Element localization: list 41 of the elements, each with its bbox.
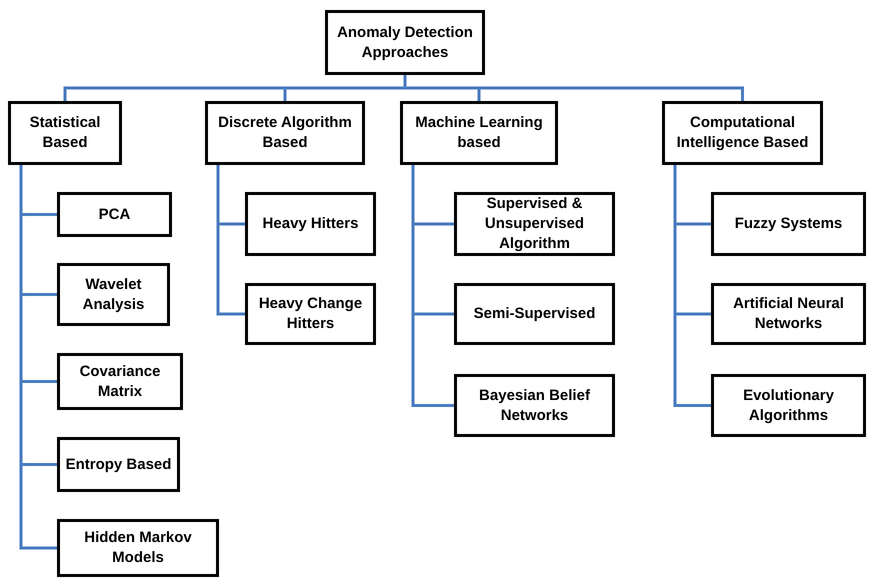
category-box <box>400 101 558 165</box>
category-box <box>454 283 615 345</box>
box-label: Hidden Markov Models <box>83 528 193 568</box>
category-box <box>57 192 172 237</box>
box-label: Machine Learning based <box>414 113 544 153</box>
category-box <box>57 519 219 577</box>
category-box <box>662 101 823 165</box>
connector-line <box>20 165 57 550</box>
box-label: Artificial Neural Networks <box>732 294 845 334</box>
box-label: Discrete Algorithm Based <box>217 113 353 153</box>
connector-line <box>404 75 744 101</box>
category-box <box>57 437 180 492</box>
box-label: Semi-Supervised <box>474 304 596 324</box>
box-label: Anomaly Detection Approaches <box>336 22 474 62</box>
box-label: Covariance Matrix <box>78 362 162 402</box>
connector-line <box>412 165 454 407</box>
category-box <box>205 101 365 165</box>
box-label: Heavy Hitters <box>262 214 358 234</box>
connector-line <box>216 165 245 316</box>
box-label: Heavy Change Hitters <box>258 294 364 334</box>
category-box <box>8 101 122 165</box>
box-label: Wavelet Analysis <box>82 274 146 314</box>
box-label: Statistical Based <box>28 113 102 153</box>
category-box <box>454 374 615 437</box>
category-box <box>245 192 376 256</box>
box-label: Evolutionary Algorithms <box>742 386 835 426</box>
category-box <box>711 283 866 345</box>
category-box <box>57 353 183 410</box>
category-box <box>711 192 866 256</box>
box-label: Entropy Based <box>66 454 172 474</box>
category-box <box>711 374 866 437</box>
box-label: PCA <box>98 204 130 224</box>
category-box <box>245 283 376 345</box>
box-label: Computational Intelligence Based <box>676 113 810 153</box>
box-label: Bayesian Belief Networks <box>478 386 591 426</box>
connector-line <box>674 165 711 407</box>
category-box <box>57 263 170 326</box>
category-box <box>325 10 485 75</box>
box-label: Fuzzy Systems <box>734 214 842 234</box>
box-label: Supervised & Unsupervised Algorithm <box>484 194 586 254</box>
category-box <box>454 192 615 256</box>
